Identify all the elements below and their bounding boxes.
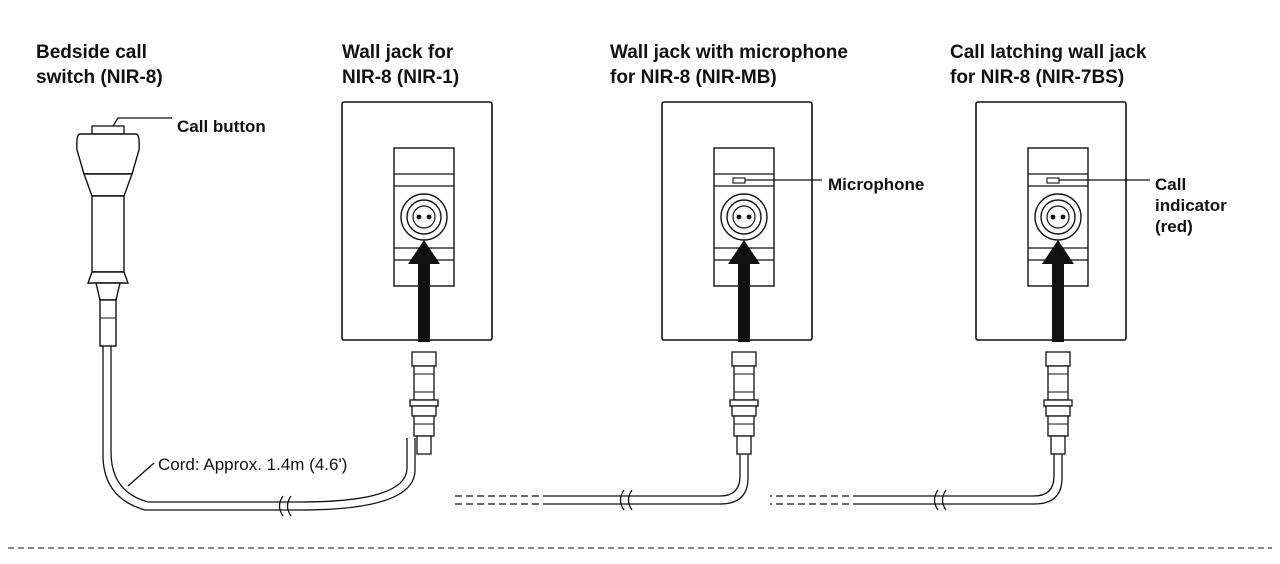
wall-jack-nir1-title: Wall jack for NIR-8 (NIR-1) bbox=[342, 40, 459, 90]
cord-length-label: Cord: Approx. 1.4m (4.6') bbox=[158, 455, 348, 474]
call-indicator-lamp bbox=[1046, 177, 1060, 184]
wall-jack-nirmb-title: Wall jack with microphone for NIR-8 (NIR… bbox=[610, 40, 848, 90]
bedside-call-switch-title: Bedside call switch (NIR-8) bbox=[36, 40, 163, 90]
wall-jack-nirmb bbox=[455, 101, 822, 505]
bedside-call-switch bbox=[76, 125, 140, 347]
title-line-2: for NIR-8 (NIR-MB) bbox=[610, 67, 777, 88]
title-line-2: for NIR-8 (NIR-7BS) bbox=[950, 67, 1125, 88]
call-indicator-line-2: indicator bbox=[1155, 196, 1227, 215]
wall-jack-nir7bs bbox=[770, 101, 1150, 505]
call-indicator-line-1: Call bbox=[1155, 175, 1187, 194]
call-button bbox=[91, 125, 125, 135]
microphone-label: Microphone bbox=[828, 175, 925, 194]
microphone-opening bbox=[732, 177, 746, 184]
call-indicator-line-3: (red) bbox=[1155, 217, 1193, 236]
cord bbox=[102, 346, 416, 511]
title-line-1: Call latching wall jack bbox=[950, 42, 1147, 63]
call-indicator-label: Call indicator (red) bbox=[1155, 174, 1227, 237]
title-line-1: Wall jack with microphone bbox=[610, 42, 848, 63]
cord-breaks bbox=[278, 489, 947, 517]
call-button-label: Call button bbox=[177, 117, 266, 136]
wall-jack-nir7bs-title: Call latching wall jack for NIR-8 (NIR-7… bbox=[950, 40, 1146, 90]
title-line-2: NIR-8 (NIR-1) bbox=[342, 67, 460, 88]
wall-jack-nir1 bbox=[341, 101, 493, 455]
title-line-1: Bedside call bbox=[36, 42, 147, 63]
title-line-1: Wall jack for bbox=[342, 42, 454, 63]
title-line-2: switch (NIR-8) bbox=[36, 67, 163, 88]
